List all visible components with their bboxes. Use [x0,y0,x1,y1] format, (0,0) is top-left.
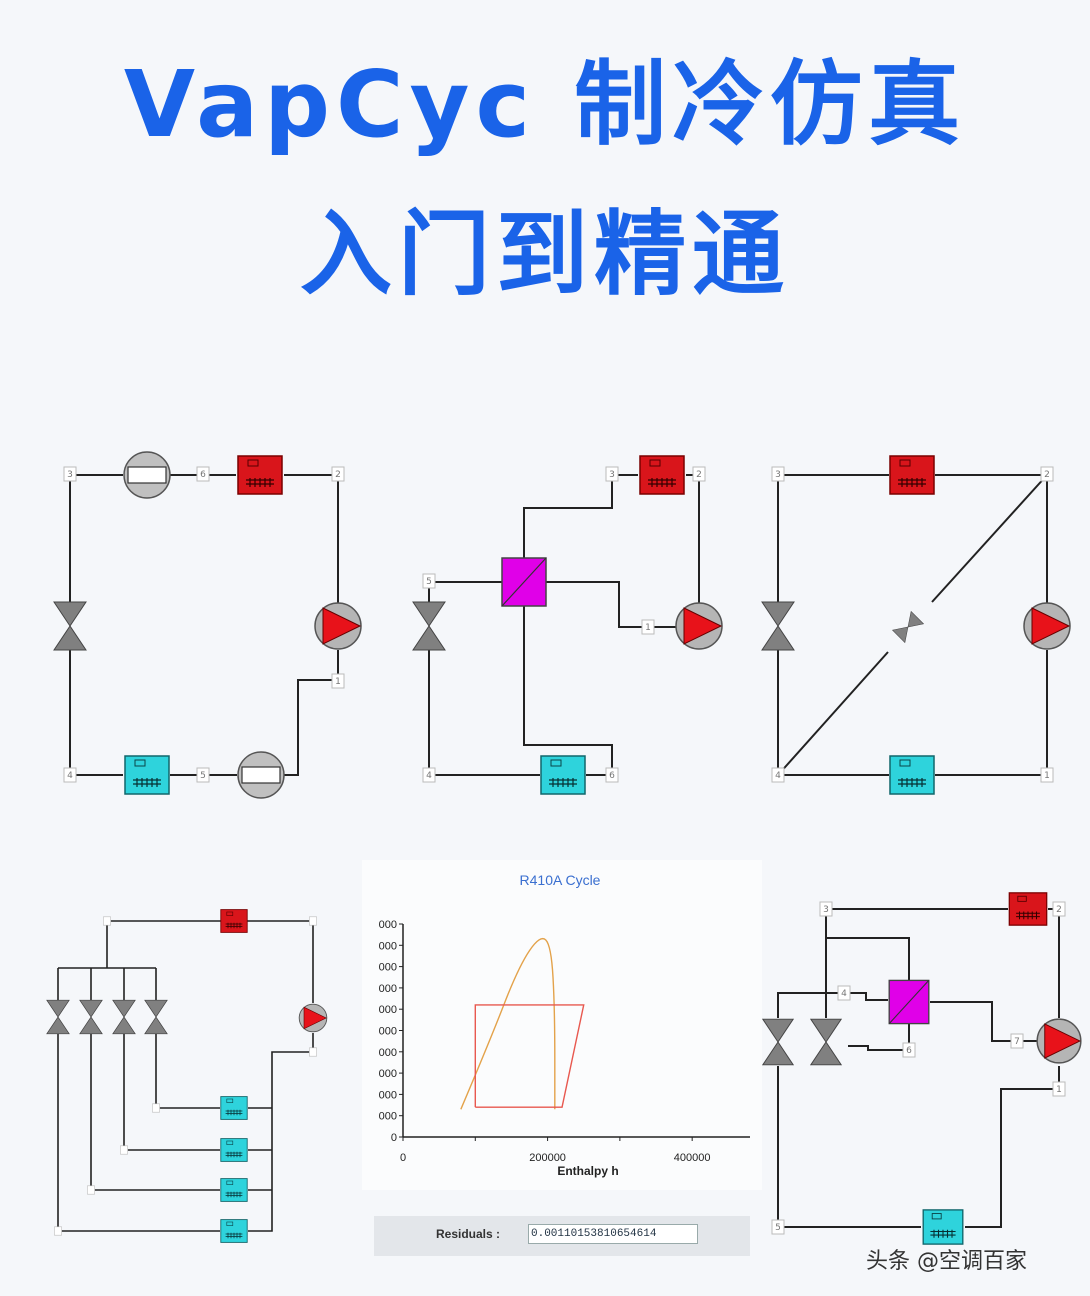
condenser-icon[interactable] [220,909,248,933]
cycle-line [474,1004,585,1108]
source-watermark: 头条 @空调百家 [866,1249,1027,1274]
y-tick-label: 000 [379,1068,397,1080]
y-tick-label: 000 [379,940,397,952]
ph-chart: R410A Cycle 0000000000000000000000000000… [362,860,762,1190]
residuals-panel: Residuals : 0.00110153810654614 [374,1216,750,1256]
condenser-icon[interactable] [237,455,283,495]
node-label: 4 [841,989,847,999]
residuals-label: Residuals : [436,1227,501,1241]
condenser-icon[interactable] [889,455,935,495]
compressor-icon[interactable] [1023,602,1071,650]
diagram-5-node-labels: 3 2 4 6 7 1 5 [771,901,1066,1235]
bypass-valve-icon[interactable] [892,611,924,643]
saturation-dome-line [460,937,556,1110]
expansion-valve-icon[interactable] [112,999,136,1035]
node-label: 6 [200,470,206,480]
y-tick-label: 000 [379,1026,397,1038]
expansion-valve-icon[interactable] [761,601,795,651]
diagram-1-node-labels: 3 6 2 1 5 4 [63,466,345,783]
diagram-4-node-boxes [54,916,317,1236]
y-tick-label: 000 [379,1089,397,1101]
expansion-valve-icon[interactable] [810,1018,842,1066]
node-label: 2 [696,470,702,480]
condenser-icon[interactable] [639,455,685,495]
compressor-icon[interactable] [298,1003,328,1033]
evaporator-icon[interactable] [220,1178,248,1202]
node-label: 7 [1014,1037,1020,1047]
chart-background [362,860,762,1190]
evaporator-icon[interactable] [220,1219,248,1243]
evaporator-icon[interactable] [922,1209,964,1245]
expansion-valve-icon[interactable] [53,601,87,651]
diagram-2-node-labels: 3 2 5 1 4 6 [422,466,706,783]
node-label: 4 [67,771,73,781]
compressor-icon[interactable] [314,602,362,650]
x-tick-label: 0 [400,1152,406,1164]
accumulator-tank-icon[interactable] [237,751,285,799]
y-tick-label: 000 [379,919,397,931]
evaporator-icon[interactable] [220,1138,248,1162]
expansion-valve-icon[interactable] [79,999,103,1035]
node-label: 5 [200,771,206,781]
node-label: 3 [609,470,615,480]
node-label: 4 [775,771,781,781]
y-tick-label: 000 [379,1004,397,1016]
node-label: 1 [1044,771,1050,781]
node-label: 1 [335,677,341,687]
node-label: 5 [426,577,432,587]
node-label: 3 [67,470,73,480]
y-tick-label: 000 [379,1047,397,1059]
internal-heat-exchanger-icon[interactable] [501,557,547,607]
chart-title: R410A Cycle [520,872,601,888]
x-tick-label: 200000 [529,1152,566,1164]
condenser-icon[interactable] [1008,892,1048,926]
internal-heat-exchanger-icon[interactable] [888,979,930,1025]
compressor-icon[interactable] [675,602,723,650]
title-line-1: VapCyc 制冷仿真 [123,51,967,158]
node-label: 5 [775,1223,781,1233]
expansion-valve-icon[interactable] [412,601,446,651]
cycle-diagram-5 [777,908,1060,1228]
y-tick-label: 0 [391,1132,397,1144]
x-tick-label: 400000 [674,1152,711,1164]
expansion-valve-icon[interactable] [762,1018,794,1066]
node-label: 3 [823,905,829,915]
node-label: 4 [426,771,432,781]
series-layer [460,937,585,1110]
evaporator-icon[interactable] [540,755,586,795]
cycle-diagram-1 [69,474,339,776]
cycle-diagram-4 [57,920,314,1232]
y-tick-label: 000 [379,962,397,974]
compressor-icon[interactable] [1036,1018,1082,1064]
evaporator-icon[interactable] [889,755,935,795]
cycle-diagram-2 [428,474,700,776]
node-label: 3 [775,470,781,480]
diagram-3-node-labels: 3 2 4 1 [771,466,1054,783]
x-ticks: 0 200000 400000 [400,1137,711,1164]
node-label: 2 [1044,470,1050,480]
node-label: 2 [1056,905,1062,915]
receiver-tank-icon[interactable] [123,451,171,499]
x-axis-label: Enthalpy h [557,1164,618,1178]
title-line-2: 入门到精通 [299,201,790,308]
residuals-field[interactable]: 0.00110153810654614 [528,1224,698,1244]
node-label: 6 [609,771,615,781]
evaporator-icon[interactable] [220,1096,248,1120]
node-label: 1 [1056,1085,1062,1095]
node-label: 6 [906,1046,912,1056]
node-label: 2 [335,470,341,480]
y-tick-label: 000 [379,1111,397,1123]
node-label: 1 [645,623,651,633]
expansion-valve-icon[interactable] [144,999,168,1035]
y-tick-label: 000 [379,983,397,995]
evaporator-icon[interactable] [124,755,170,795]
expansion-valve-icon[interactable] [46,999,70,1035]
